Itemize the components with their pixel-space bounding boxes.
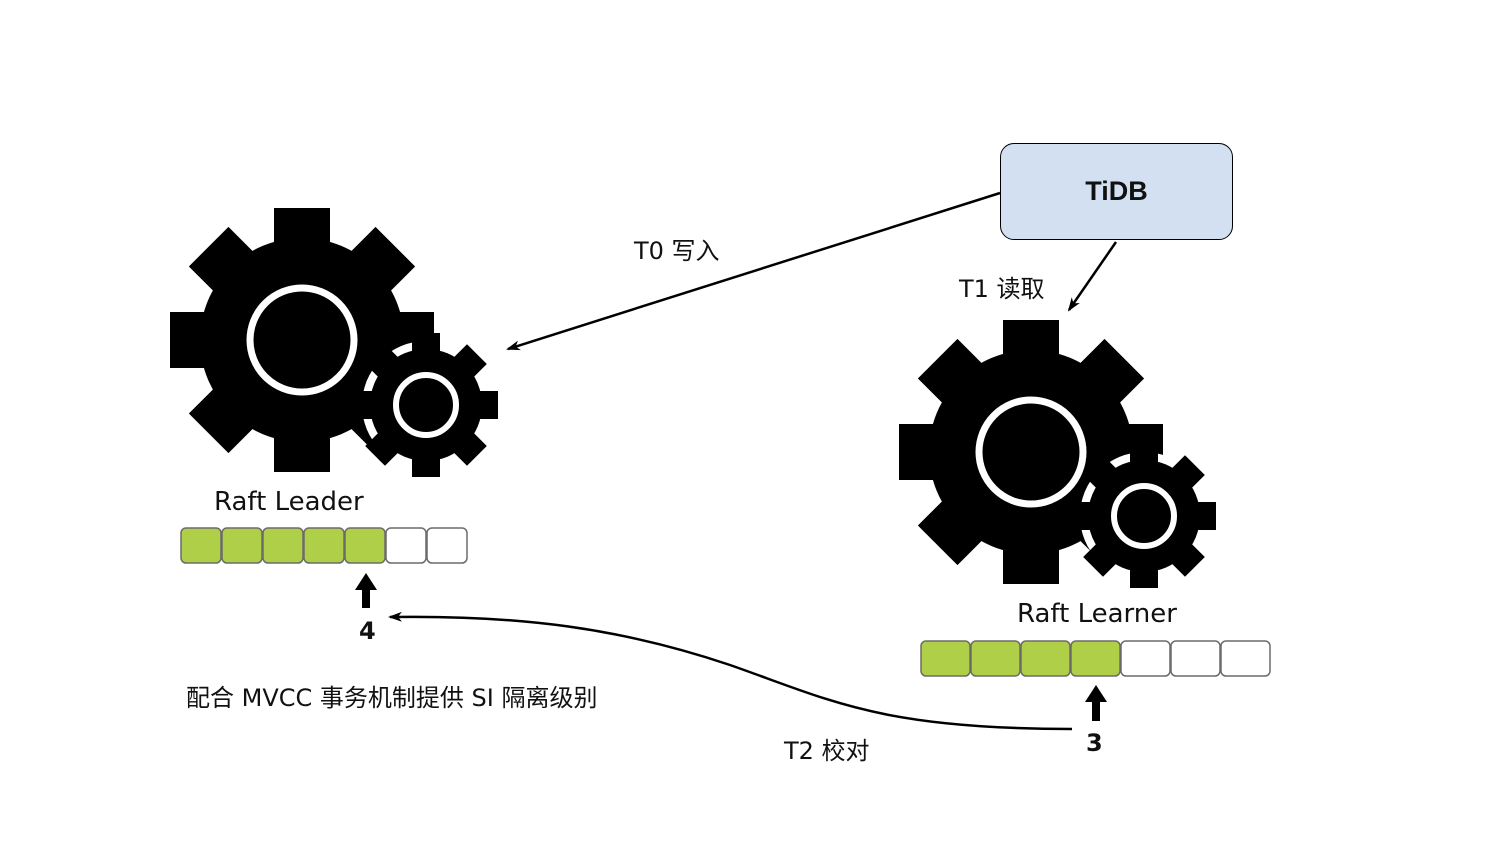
learner-log-cell-3 — [1020, 640, 1071, 677]
learner-log-cell-4 — [1070, 640, 1121, 677]
edge-t2-check — [388, 611, 1073, 731]
tidb-node: TiDB — [1000, 143, 1233, 240]
leader-log-cell-1 — [180, 527, 222, 564]
isolation-note: 配合 MVCC 事务机制提供 SI 隔离级别 — [186, 684, 598, 712]
leader-index-label: 4 — [359, 617, 376, 645]
learner-index-label: 3 — [1086, 729, 1103, 757]
learner-log-cell-6 — [1170, 640, 1221, 677]
leader-log-entries — [180, 527, 468, 564]
learner-log-entries — [920, 640, 1271, 677]
edge-t0-label: T0 写入 — [634, 237, 720, 265]
leader-pointer-up-arrow-icon — [355, 573, 377, 608]
edge-t2-label: T2 校对 — [784, 737, 870, 765]
leader-log-cell-3 — [262, 527, 304, 564]
edge-t0-write — [506, 191, 1001, 351]
leader-log-cell-7 — [426, 527, 468, 564]
learner-pointer-up-arrow-icon — [1085, 685, 1107, 721]
leader-log-cell-6 — [385, 527, 427, 564]
learner-log-cell-1 — [920, 640, 971, 677]
leader-log-cell-5 — [344, 527, 386, 564]
leader-label: Raft Leader — [214, 487, 364, 517]
learner-gears-icon — [899, 320, 1216, 588]
leader-gears-icon — [170, 208, 498, 477]
edge-t1-read — [1067, 241, 1118, 312]
learner-log-cell-7 — [1220, 640, 1271, 677]
learner-label: Raft Learner — [1017, 599, 1177, 629]
leader-log-cell-2 — [221, 527, 263, 564]
learner-log-cell-2 — [970, 640, 1021, 677]
leader-log-cell-4 — [303, 527, 345, 564]
tidb-label: TiDB — [1085, 176, 1148, 206]
learner-log-cell-5 — [1120, 640, 1171, 677]
edge-t1-label: T1 读取 — [959, 275, 1045, 303]
